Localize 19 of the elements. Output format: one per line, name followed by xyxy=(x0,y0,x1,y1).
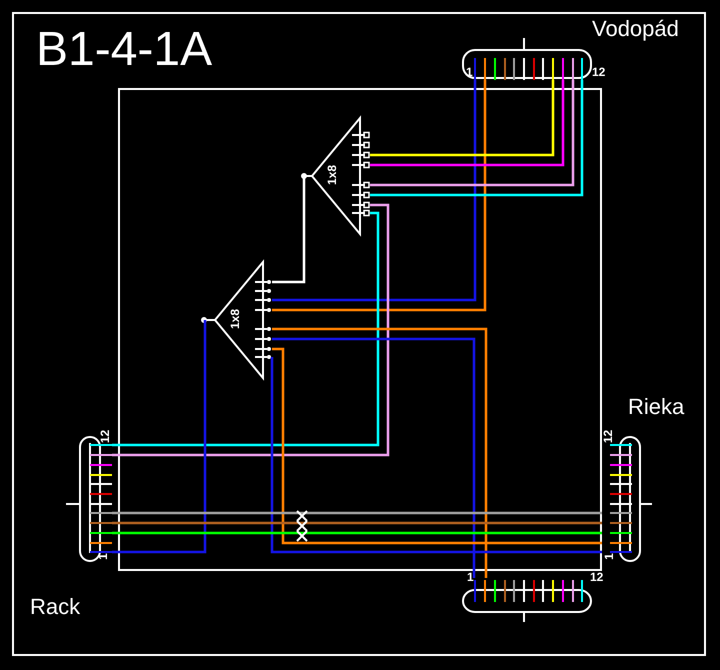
fiber-line xyxy=(112,532,602,534)
fiber-line xyxy=(112,512,602,514)
splitter-ratio: 1x8 xyxy=(325,164,340,186)
fiber-number: 12 xyxy=(590,571,604,584)
splitter-ratio: 1x8 xyxy=(228,308,242,330)
fiber-number: 12 xyxy=(602,430,616,444)
fiber-line xyxy=(112,320,206,554)
cable-name: Rack xyxy=(30,594,80,620)
fiber-line xyxy=(370,80,554,156)
cable-name: Vodopád xyxy=(592,16,679,42)
fiber-line xyxy=(272,176,306,284)
fiber-number: 12 xyxy=(592,66,606,79)
fiber-line xyxy=(112,522,602,524)
fiber-line xyxy=(370,80,564,166)
fiber-number: 1 xyxy=(467,571,474,584)
diagram-title: B1-4-1A xyxy=(36,24,212,76)
fiber-number: 12 xyxy=(99,430,112,444)
fiber-number: 1 xyxy=(602,553,616,560)
cable-name: Rieka xyxy=(628,394,684,420)
